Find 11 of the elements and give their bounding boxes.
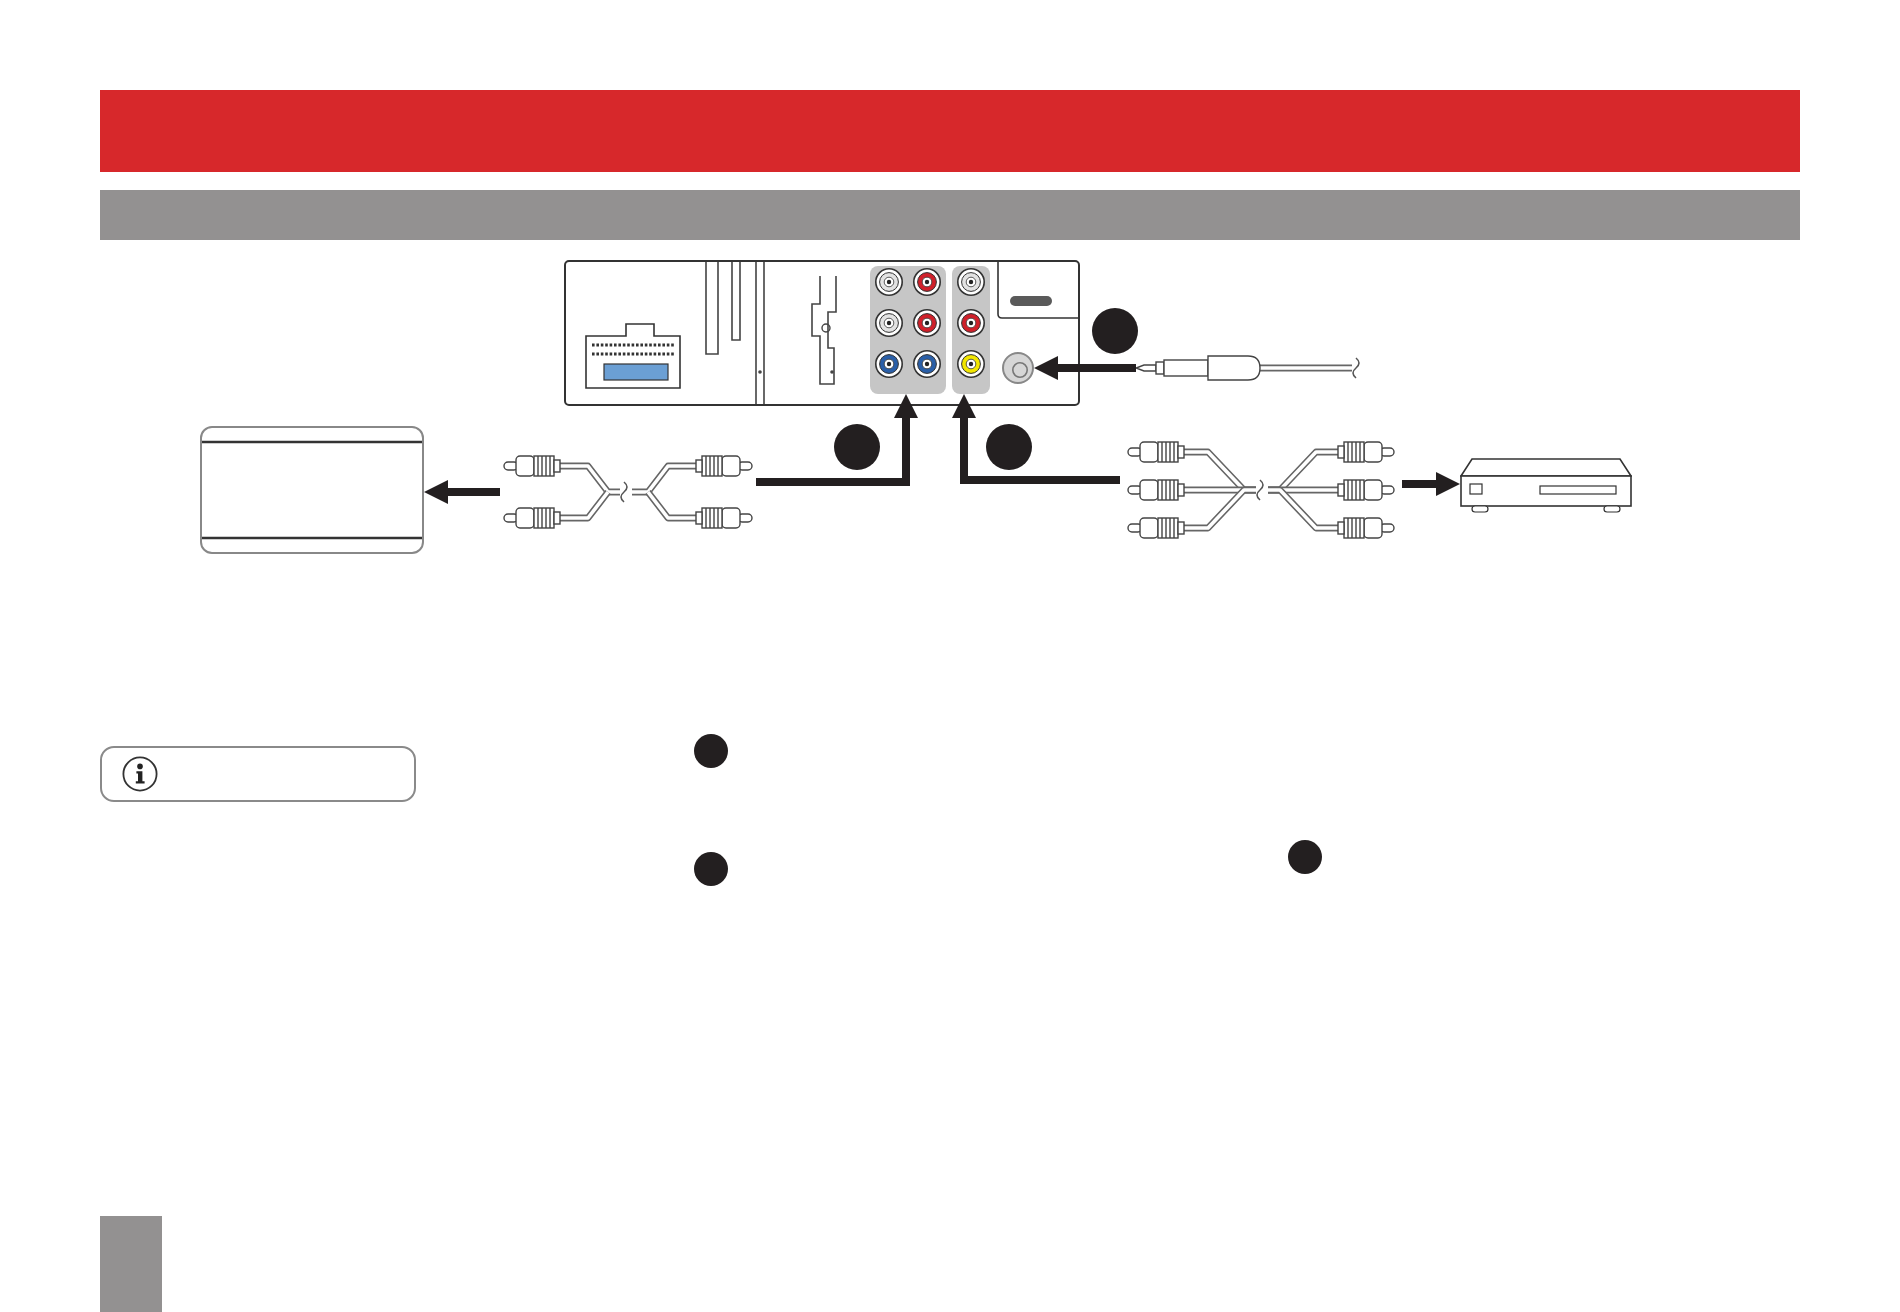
rca-y-cable [500, 452, 756, 532]
arrow [1402, 472, 1460, 496]
amplifier [200, 426, 424, 554]
dvd-player [1460, 458, 1632, 514]
arrow [952, 394, 1120, 484]
rca-output-jacks [870, 266, 946, 394]
arrow [756, 394, 918, 486]
head-unit-rear-panel [564, 260, 1080, 406]
av-input-jacks [952, 266, 990, 394]
arrow [424, 480, 500, 504]
arrow [1034, 356, 1136, 380]
